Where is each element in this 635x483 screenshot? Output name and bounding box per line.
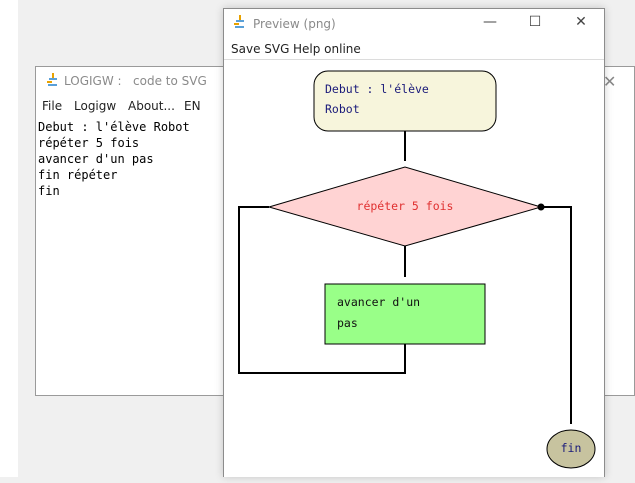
menu-logigw[interactable]: Logigw [74, 99, 117, 113]
loop-decision-label: répéter 5 fois [357, 199, 454, 213]
code-line: avancer d'un pas [38, 152, 154, 166]
desktop-background [0, 0, 18, 477]
menu-save-svg[interactable]: Save SVG [231, 42, 290, 56]
menu-help-online[interactable]: Help online [293, 42, 361, 56]
code-line: Debut : l'élève Robot [38, 120, 190, 134]
preview-window: Preview (png) — ☐ ✕ Save SVG Help online… [223, 8, 605, 477]
close-icon[interactable]: ✕ [575, 14, 587, 30]
end-node-label: fin [561, 441, 582, 455]
logigw-logo-icon [46, 73, 62, 89]
flowchart-canvas: Debut : l'élève Robot répéter 5 fois ava… [224, 59, 604, 479]
window-title: Preview (png) [253, 17, 336, 31]
menu-about[interactable]: About... [128, 99, 175, 113]
minimize-icon[interactable]: — [483, 14, 497, 30]
start-node[interactable] [313, 70, 497, 132]
action-node[interactable] [324, 283, 486, 345]
code-line: fin [38, 184, 60, 198]
code-line: répéter 5 fois [38, 136, 140, 150]
loop-back-connector [238, 206, 406, 374]
connector-loop-exit [541, 206, 572, 424]
close-icon[interactable]: ✕ [603, 72, 617, 91]
menu-bar: File Logigw About... EN [36, 95, 634, 117]
start-node-label: Robot [325, 102, 360, 116]
action-node-label: pas [337, 316, 358, 330]
menu-file[interactable]: File [42, 99, 63, 113]
end-node[interactable] [546, 429, 596, 469]
menu-language[interactable]: EN [184, 99, 201, 113]
window-title: LOGIGW : code to SVG [64, 74, 207, 88]
maximize-icon[interactable]: ☐ [528, 14, 542, 30]
flowchart-svg: Debut : l'élève Robot répéter 5 fois ava… [238, 70, 596, 469]
start-node-label: Debut : l'élève [325, 82, 429, 96]
code-line: fin répéter [38, 168, 118, 182]
action-node-label: avancer d'un [337, 295, 420, 309]
logigw-logo-icon [233, 15, 249, 31]
menu-bar: Save SVG Help online [224, 39, 604, 61]
loop-exit-dot [537, 203, 545, 211]
